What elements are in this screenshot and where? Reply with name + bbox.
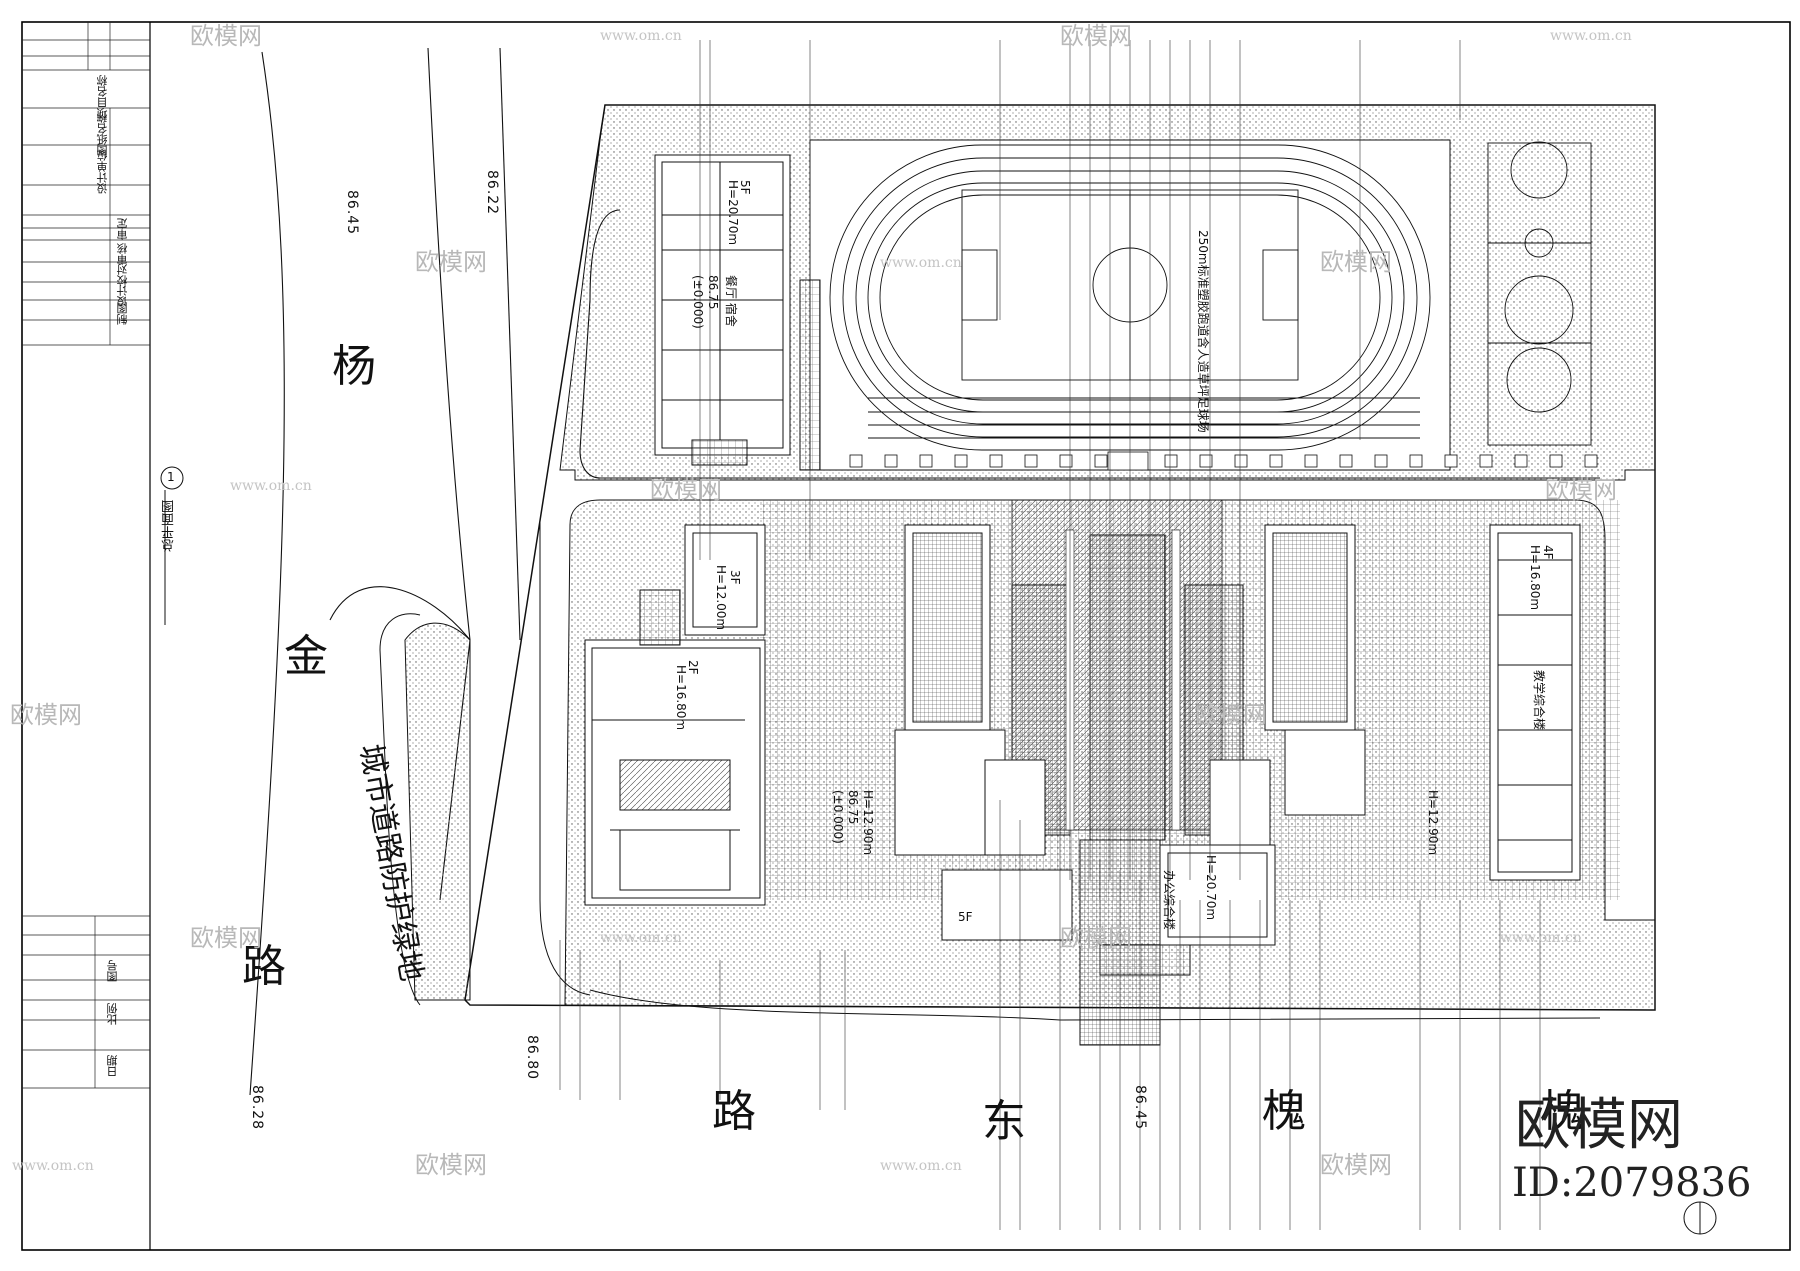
watermark-id: ID:2079836 [1512, 1160, 1752, 1206]
plan-index-circle [160, 466, 184, 490]
watermark-url-7: www.om.cn [880, 1158, 962, 1174]
dorm-height: H=20.70m [726, 180, 740, 246]
title-block-row-8: 制图 [116, 303, 129, 325]
title-block-row-4: 审定 [116, 218, 129, 240]
title-block-row-9: 图号 [106, 960, 119, 982]
small-building-height: H=12.00m [714, 565, 728, 631]
office-name: 办公综合楼 [1162, 870, 1176, 931]
office-building [1099, 844, 1276, 976]
road-name-huaidong-4: 槐 [1540, 1086, 1584, 1137]
teaching-left-rel: (±0.000) [831, 790, 845, 844]
watermark-url-5: www.om.cn [600, 930, 682, 946]
title-block-row-10: 比例 [106, 1003, 119, 1025]
dorm-building [654, 154, 821, 471]
teaching-left-height: H=12.90m [861, 790, 875, 856]
elevation-5: 86.45 [1132, 1085, 1148, 1131]
watermark-url-4: www.om.cn [230, 478, 312, 494]
teaching-right-floors: 4F [1541, 545, 1555, 560]
road-name-yangjin-2: 金 [284, 631, 328, 682]
teaching-right-height-2: H=12.90m [1426, 790, 1440, 856]
watermark-brand-5: 欧模网 [650, 476, 722, 504]
watermark-brand-12: 欧模网 [1320, 1151, 1392, 1179]
dorm-floors: 5F [738, 180, 752, 195]
plan-index: 1 [167, 470, 175, 484]
teaching-building-left [894, 524, 1073, 941]
elevation-2: 86.22 [484, 170, 500, 216]
road-name-huaidong-1: 路 [712, 1086, 756, 1137]
plan-title: 总平面图 [162, 500, 177, 552]
dorm-name: 餐厅 宿舍 [724, 275, 738, 327]
watermark-url-8: www.om.cn [12, 1158, 94, 1174]
watermark-url-2: www.om.cn [1550, 28, 1632, 44]
watermark-brand-8: 欧模网 [1195, 701, 1267, 729]
elevation-4: 86.28 [249, 1085, 265, 1131]
watermark-brand-7: 欧模网 [10, 701, 82, 729]
office-floors: 5F [958, 910, 973, 924]
main-hall [584, 639, 766, 906]
watermark-brand-4: 欧模网 [1320, 248, 1392, 276]
road-name-huaidong-2: 东 [982, 1096, 1026, 1147]
hall-height: H=16.80m [674, 665, 688, 731]
road-name-yangjin-3: 路 [242, 941, 286, 992]
dorm-rel-elevation: (±0.000) [691, 275, 705, 329]
basketball-courts [1487, 141, 1592, 446]
teaching-right-name: 教学综合楼 [1532, 670, 1546, 731]
teaching-left-elevation: 86.75 [846, 790, 860, 825]
watermark-brand-10: 欧模网 [1060, 924, 1132, 952]
watermark-brand-1: 欧模网 [190, 22, 262, 50]
small-building-floors: 3F [728, 570, 742, 585]
watermark-brand-9: 欧模网 [190, 924, 262, 952]
elevation-1: 86.45 [344, 190, 360, 236]
dorm-elevation: 86.75 [706, 275, 720, 310]
watermark-brand-2: 欧模网 [1060, 22, 1132, 50]
road-name-huaidong-3: 槐 [1262, 1086, 1306, 1137]
watermark-brand-3: 欧模网 [415, 248, 487, 276]
watermark-brand-6: 欧模网 [1545, 476, 1617, 504]
watermark-brand-main: 欧模网 [1515, 1093, 1683, 1158]
title-block-row-6: 校对 [116, 264, 129, 286]
title-block-row-3: 设计单位 [96, 150, 109, 194]
green-belt-area [404, 622, 471, 1001]
office-height: H=20.70m [1204, 855, 1218, 921]
track-markers [849, 451, 1598, 471]
title-block-row-11: 日期 [106, 1055, 119, 1077]
watermark-brand-11: 欧模网 [415, 1151, 487, 1179]
watermark-url-1: www.om.cn [600, 28, 682, 44]
track-label: 250m标准塑胶跑道含人造草坪足球场 [1196, 230, 1210, 433]
watermark-url-3: www.om.cn [880, 255, 962, 271]
title-block [22, 22, 150, 1089]
watermark-url-6: www.om.cn [1500, 930, 1582, 946]
road-name-yangjin-1: 杨 [332, 341, 376, 392]
hall-floors: 2F [686, 660, 700, 675]
leader-lines [559, 40, 1541, 1230]
title-block-row-5: 审核 [116, 243, 129, 265]
teaching-right-height: H=16.80m [1528, 545, 1542, 611]
elevation-3: 86.80 [524, 1035, 540, 1081]
